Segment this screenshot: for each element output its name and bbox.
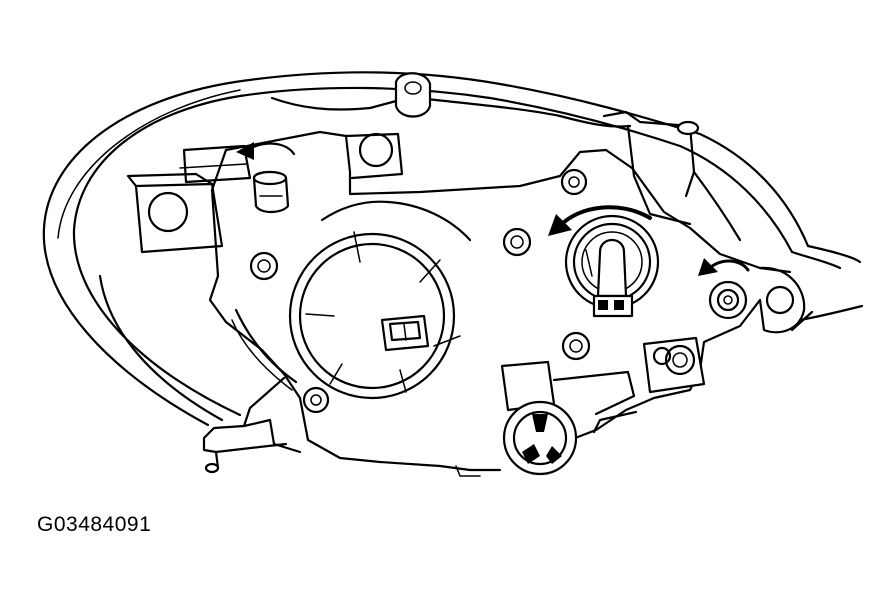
lower-right-mount (642, 336, 706, 394)
bottom-center-bracket (455, 360, 638, 477)
high-beam-bulb-socket (564, 214, 660, 318)
mounting-boss-holes (249, 168, 591, 414)
figure-code-label: G03484091 (37, 513, 152, 536)
headlamp-outer-housing (42, 71, 864, 427)
rotation-arrow-icon (698, 258, 750, 276)
top-mounting-bracket (270, 72, 742, 242)
rotation-arrow-icon (548, 205, 652, 236)
leveling-adjuster-socket (502, 400, 578, 476)
main-housing-body (208, 130, 792, 472)
rotation-arrow-icon (236, 142, 296, 160)
bottom-left-bracket (202, 376, 302, 474)
right-aiming-bracket (708, 266, 806, 334)
side-marker-socket (252, 170, 290, 214)
low-beam-dust-cover (288, 200, 472, 400)
left-mounting-tab (126, 144, 252, 254)
low-beam-connector (380, 314, 430, 352)
